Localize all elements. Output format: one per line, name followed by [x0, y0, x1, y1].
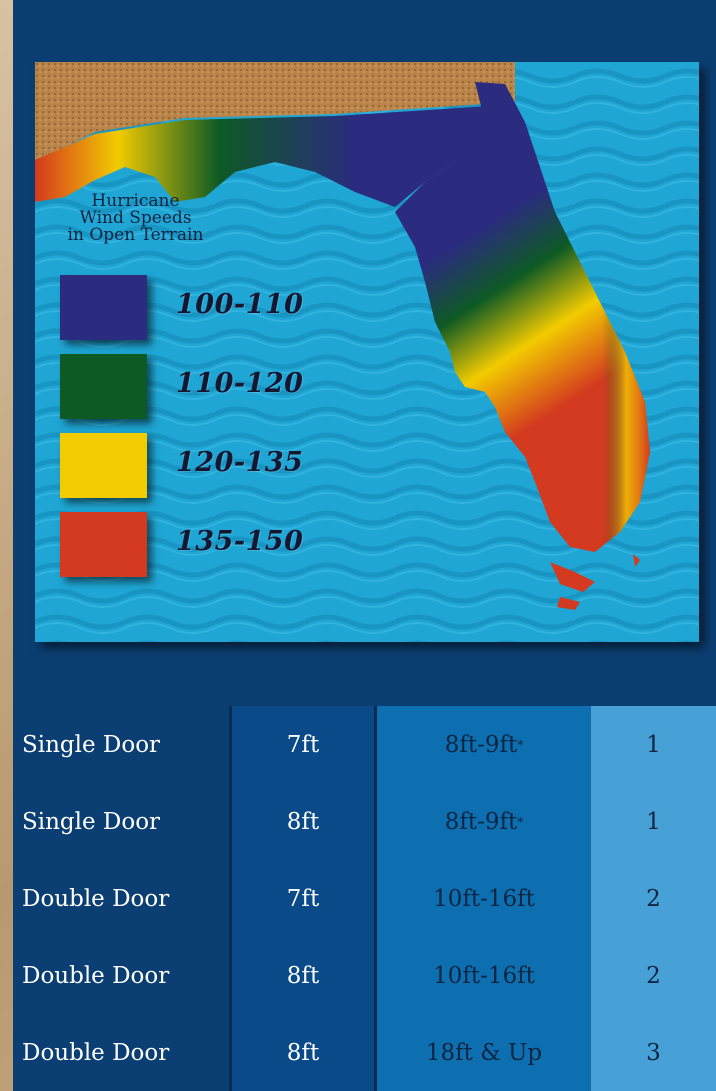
width-value: 8ft-9ft [444, 731, 518, 758]
width-value: 18ft & Up [425, 1039, 543, 1066]
east-coast-zone [555, 212, 650, 552]
legend-item: 135-150 [60, 512, 460, 580]
table-row: Double Door 8ft 18ft & Up 3 [13, 1014, 716, 1091]
legend-swatch [60, 354, 147, 419]
width-cell: 10ft-16ft [377, 937, 591, 1014]
legend-item: 120-135 [60, 433, 460, 501]
panhandle-region [35, 106, 495, 207]
legend-title-line: Wind Speeds [79, 208, 192, 228]
height-cell: 8ft [232, 783, 374, 860]
legend-title-line: in Open Terrain [67, 225, 204, 245]
legend-range-label: 100-110 [176, 289, 304, 320]
legend-swatch [60, 512, 147, 577]
footnote-mark: * [517, 814, 524, 829]
width-value: 8ft-9ft [444, 808, 518, 835]
table-row: Single Door 7ft 8ft-9ft* 1 [13, 706, 716, 783]
peninsula-region [395, 82, 650, 552]
table-row: Double Door 8ft 10ft-16ft 2 [13, 937, 716, 1014]
height-cell: 7ft [232, 860, 374, 937]
count-cell: 1 [591, 783, 716, 860]
legend-title-line: Hurricane [91, 191, 180, 211]
door-type-cell: Double Door [13, 937, 229, 1014]
keys [550, 562, 595, 592]
legend-range-label: 110-120 [176, 368, 304, 399]
door-type-cell: Single Door [13, 783, 229, 860]
count-cell: 2 [591, 860, 716, 937]
width-value: 10ft-16ft [433, 962, 535, 989]
door-type-cell: Double Door [13, 860, 229, 937]
legend-swatch [60, 433, 147, 498]
width-cell: 8ft-9ft* [377, 783, 591, 860]
column-divider [374, 706, 377, 1091]
northern-land [35, 62, 515, 162]
column-divider [229, 706, 232, 1091]
width-cell: 8ft-9ft* [377, 706, 591, 783]
florida-wind-map: Hurricane Wind Speeds in Open Terrain 10… [35, 62, 699, 642]
legend-swatch [60, 275, 147, 340]
height-cell: 7ft [232, 706, 374, 783]
legend-item: 100-110 [60, 275, 460, 343]
table-row: Double Door 7ft 10ft-16ft 2 [13, 860, 716, 937]
width-cell: 18ft & Up [377, 1014, 591, 1091]
height-cell: 8ft [232, 937, 374, 1014]
table-row: Single Door 8ft 8ft-9ft* 1 [13, 783, 716, 860]
count-cell: 1 [591, 706, 716, 783]
legend-range-label: 120-135 [176, 447, 304, 478]
count-cell: 2 [591, 937, 716, 1014]
legend-title: Hurricane Wind Speeds in Open Terrain [43, 193, 228, 244]
width-cell: 10ft-16ft [377, 860, 591, 937]
footnote-mark: * [517, 737, 524, 752]
height-cell: 8ft [232, 1014, 374, 1091]
door-type-cell: Single Door [13, 706, 229, 783]
legend-item: 110-120 [60, 354, 460, 422]
legend-range-label: 135-150 [176, 526, 304, 557]
count-cell: 3 [591, 1014, 716, 1091]
door-type-cell: Double Door [13, 1014, 229, 1091]
width-value: 10ft-16ft [433, 885, 535, 912]
